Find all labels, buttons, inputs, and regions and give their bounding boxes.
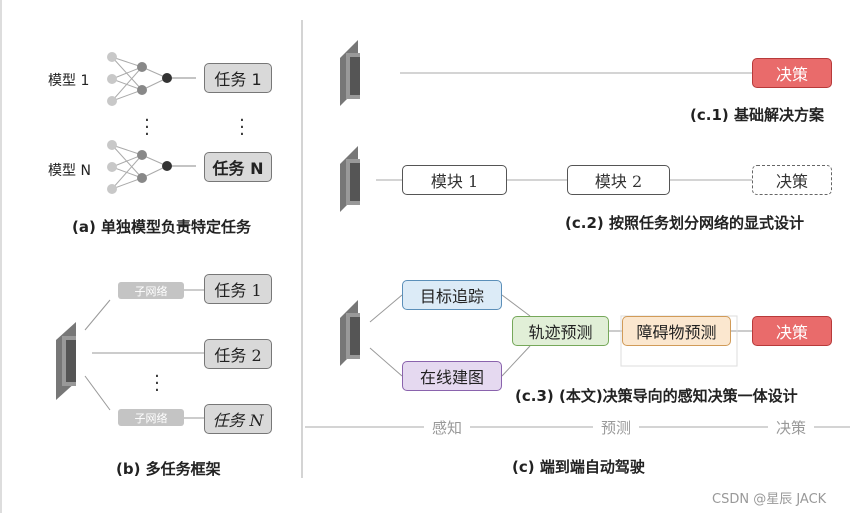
mapping-box: 在线建图: [402, 361, 502, 391]
stage-decision: 决策: [768, 417, 815, 438]
decision-box: 决策: [752, 165, 832, 195]
backbone-block-c1: [340, 40, 360, 106]
module-2-box: 模块 2: [567, 165, 670, 195]
tracking-box: 目标追踪: [402, 280, 502, 310]
caption-b: (b) 多任务框架: [116, 460, 221, 478]
task-n-box: 任务 N: [204, 404, 272, 434]
watermark: CSDN @星辰 JACK: [712, 492, 827, 507]
caption-a: (a) 单独模型负责特定任务: [72, 218, 252, 236]
caption-c1: (c.1) 基础解决方案: [690, 106, 824, 124]
vertical-ellipsis-icon: ···: [144, 110, 150, 145]
model-1-label: 模型 1: [48, 73, 90, 89]
task-1-box: 任务 1: [204, 63, 272, 93]
task-n-box: 任务 N: [204, 152, 272, 182]
caption-c3: (c.3) (本文)决策导向的感知决策一体设计: [515, 387, 798, 405]
caption-c2: (c.2) 按照任务划分网络的显式设计: [565, 214, 804, 232]
stage-perception: 感知: [424, 417, 471, 438]
module-1-box: 模块 1: [402, 165, 507, 195]
task-2-box: 任务 2: [204, 339, 272, 369]
neural-net-icon-n: [111, 144, 196, 190]
neural-net-icon-1: [111, 56, 196, 102]
backbone-block-c2: [340, 146, 360, 212]
vertical-ellipsis-icon: ···: [154, 366, 160, 401]
backbone-block-b: [56, 322, 76, 400]
task-1-box: 任务 1: [204, 274, 272, 304]
model-n-label: 模型 N: [48, 163, 91, 179]
subnet-label: 子网络: [118, 409, 184, 426]
vertical-ellipsis-icon: ···: [239, 110, 245, 145]
backbone-block-c3: [340, 300, 360, 366]
decision-box: 决策: [752, 316, 832, 346]
subnet-label: 子网络: [118, 282, 184, 299]
motion-forecast-box: 轨迹预测: [512, 316, 609, 346]
stage-prediction: 预测: [593, 417, 640, 438]
occupancy-prediction-box: 障碍物预测: [622, 316, 731, 346]
decision-box: 决策: [752, 58, 832, 88]
caption-c: (c) 端到端自动驾驶: [512, 458, 645, 476]
